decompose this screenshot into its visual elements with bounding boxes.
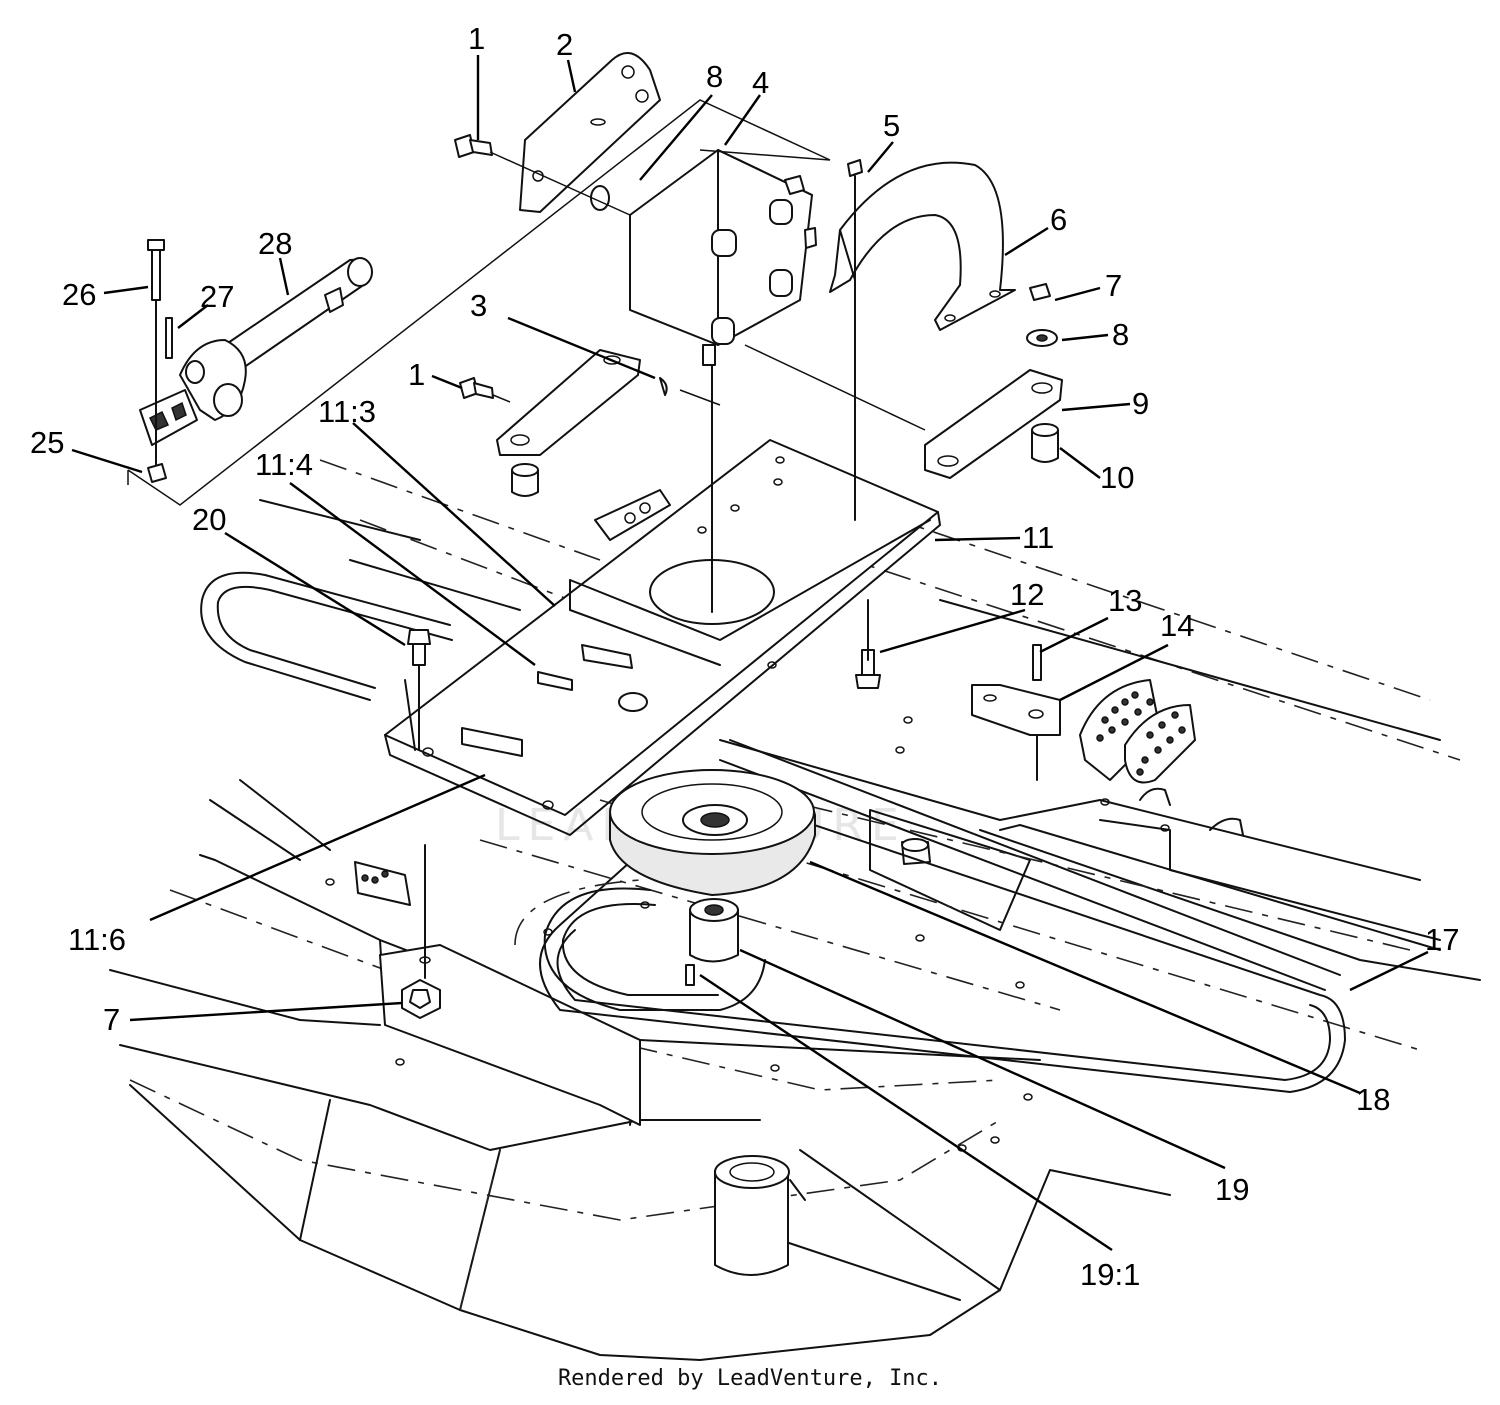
nut-25 (147, 463, 167, 483)
callout-1-top: 1 (468, 21, 485, 56)
callout-5: 5 (883, 108, 900, 143)
clip-right (1209, 817, 1244, 836)
pulley-18 (609, 769, 816, 896)
spacer-left (511, 463, 539, 497)
clip-left (1139, 787, 1171, 806)
bracket-3 (496, 349, 641, 456)
bolt-26 (147, 239, 165, 471)
bracket-2 (519, 51, 661, 213)
callout-11: 11 (1022, 520, 1054, 555)
callout-11-4: 11:4 (255, 447, 313, 482)
callout-25: 25 (30, 425, 64, 460)
render-credit: Rendered by LeadVenture, Inc. (557, 1366, 943, 1391)
rear-brackets (594, 489, 671, 541)
pin-13 (1032, 644, 1042, 781)
cover-6 (829, 161, 1016, 331)
bolt-1-lower (459, 377, 494, 399)
drive-shaft-28 (224, 257, 373, 371)
gearbox-4 (629, 149, 817, 613)
belt-loop (514, 879, 766, 1011)
belt-17 (539, 739, 1346, 1093)
hub-19 (685, 898, 739, 986)
callout-28: 28 (258, 226, 292, 261)
callout-4: 4 (752, 65, 769, 100)
bolt-1-top (454, 134, 493, 158)
callout-19: 19 (1215, 1172, 1249, 1207)
callout-11-6: 11:6 (68, 922, 126, 957)
callout-26: 26 (62, 277, 96, 312)
callout-19-1: 19:1 (1080, 1257, 1140, 1292)
callout-9: 9 (1132, 386, 1149, 421)
nut-7-lower (401, 844, 441, 1019)
callout-14: 14 (1160, 608, 1194, 643)
nut-5 (847, 159, 863, 521)
belt-left (200, 571, 453, 701)
yoke (139, 339, 247, 446)
nut-7 (1029, 283, 1051, 301)
callout-labels: 1 2 8 4 5 6 7 8 9 10 11 12 13 14 3 1 11:… (30, 21, 1459, 1292)
pin-27 (165, 317, 173, 359)
callout-6: 6 (1050, 202, 1067, 237)
callout-8-right: 8 (1112, 317, 1129, 352)
callout-17: 17 (1425, 922, 1459, 957)
callout-13: 13 (1108, 583, 1142, 618)
parts-diagram: LEADVENTURE (30, 21, 1481, 1361)
callout-27: 27 (200, 279, 234, 314)
callout-12: 12 (1010, 577, 1044, 612)
spacer-10 (1031, 423, 1059, 463)
callout-2: 2 (556, 27, 573, 62)
callout-1-lower: 1 (408, 357, 425, 392)
bracket-9 (924, 369, 1063, 479)
block-14 (971, 684, 1061, 736)
key-3 (659, 377, 668, 396)
callout-7-lower: 7 (103, 1002, 120, 1037)
callout-8-top: 8 (706, 59, 723, 94)
plates-14 (1079, 679, 1196, 784)
callout-7-right: 7 (1105, 268, 1122, 303)
leader-lines (71, 55, 1429, 1251)
bolt-12 (855, 599, 881, 689)
callout-20: 20 (192, 502, 226, 537)
callout-18: 18 (1356, 1082, 1390, 1117)
callout-10: 10 (1100, 460, 1134, 495)
group-frame (127, 99, 831, 506)
bolt-20 (407, 629, 431, 751)
callout-3: 3 (470, 288, 487, 323)
callout-11-3: 11:3 (318, 394, 376, 429)
